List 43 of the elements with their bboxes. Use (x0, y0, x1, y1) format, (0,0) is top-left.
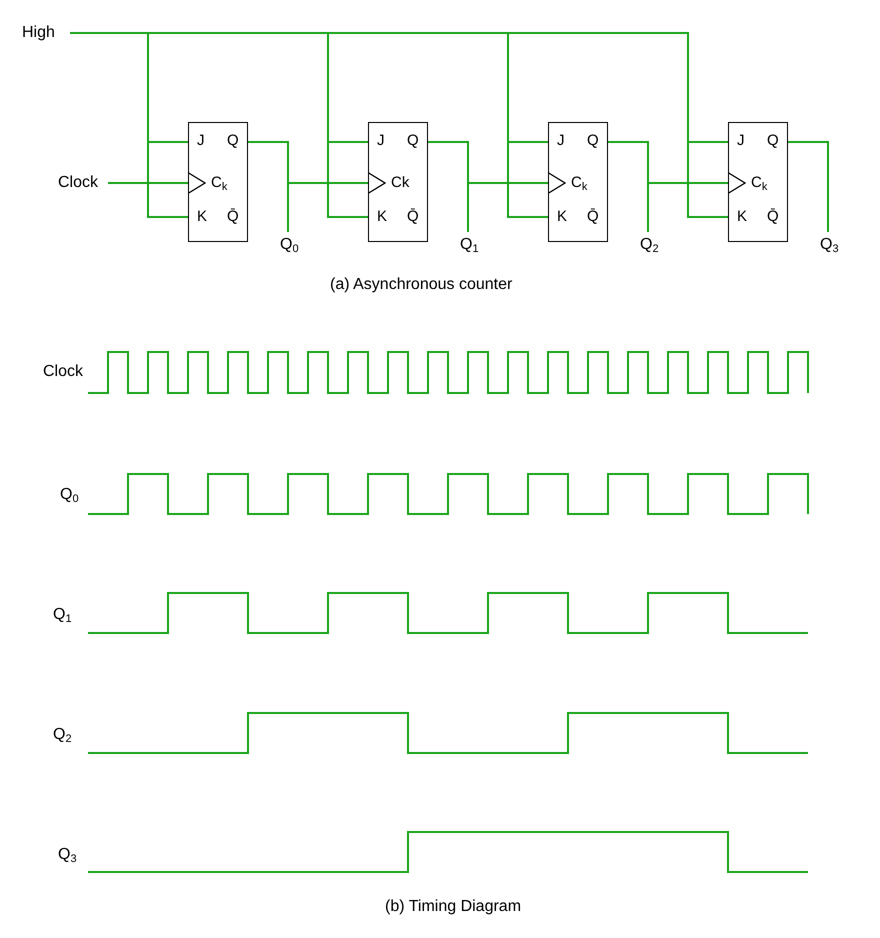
k-pin-label: K (737, 209, 748, 225)
flip-flop-box (188, 122, 248, 242)
wire (788, 141, 829, 232)
signal-label: Q$_{1}$ (53, 606, 72, 624)
q-bar-pin-label: Q̄ (227, 209, 239, 225)
signal-label: Q$_{2}$ (53, 726, 72, 744)
clock-pin-label: C$_{k}$ (571, 175, 588, 191)
wire (428, 141, 566, 194)
wire (608, 141, 746, 194)
q-pin-label: Q (227, 133, 239, 149)
signal-label: Q$_{3}$ (58, 846, 77, 864)
output-label: Q$_{3}$ (820, 236, 839, 254)
wire (69, 32, 729, 218)
caption: (b) Timing Diagram (385, 898, 522, 916)
flip-flop-box (548, 122, 608, 242)
k-pin-label: K (197, 209, 208, 225)
clock-pin-label: C$_{k}$ (751, 175, 768, 191)
output-label: Q$_{2}$ (640, 236, 659, 254)
signal-label: Clock (58, 174, 98, 192)
signal-label: Q$_{0}$ (60, 486, 79, 504)
j-pin-label: J (377, 133, 384, 149)
q-bar-pin-label: Q̄ (767, 209, 779, 225)
j-pin-label: J (197, 133, 204, 149)
output-label: Q$_{1}$ (460, 236, 479, 254)
flip-flop-box (728, 122, 788, 242)
caption: (a) Asynchronous counter (330, 276, 512, 294)
k-pin-label: K (557, 209, 568, 225)
q-pin-label: Q (767, 133, 779, 149)
q-pin-label: Q (587, 133, 599, 149)
output-label: Q$_{0}$ (280, 236, 299, 254)
j-pin-label: J (557, 133, 564, 149)
signal-label: High (22, 24, 55, 42)
k-pin-label: K (377, 209, 388, 225)
q-pin-label: Q (407, 133, 419, 149)
clock-pin-label: Ck (391, 175, 410, 191)
j-pin-label: J (737, 133, 744, 149)
q-bar-pin-label: Q̄ (587, 209, 599, 225)
clock-pin-label: C$_{k}$ (211, 175, 228, 191)
flip-flop-box (368, 122, 428, 242)
wire (108, 172, 206, 194)
signal-label: Clock (43, 363, 84, 381)
wire (248, 141, 386, 194)
q-bar-pin-label: Q̄ (407, 209, 419, 225)
